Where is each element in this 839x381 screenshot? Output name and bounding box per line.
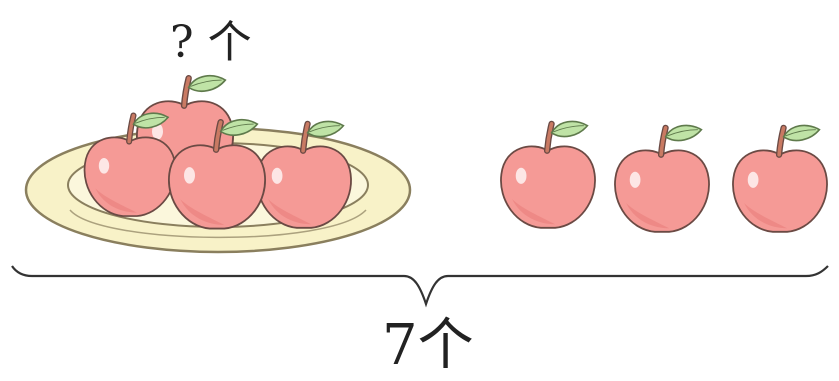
apple-outside (501, 121, 595, 227)
total-brace (11, 265, 829, 308)
unknown-count-label: ? 个 (170, 17, 252, 68)
apple-outside (733, 125, 827, 231)
total-count-label: 7个 (382, 313, 474, 378)
apple-outside (615, 125, 709, 231)
